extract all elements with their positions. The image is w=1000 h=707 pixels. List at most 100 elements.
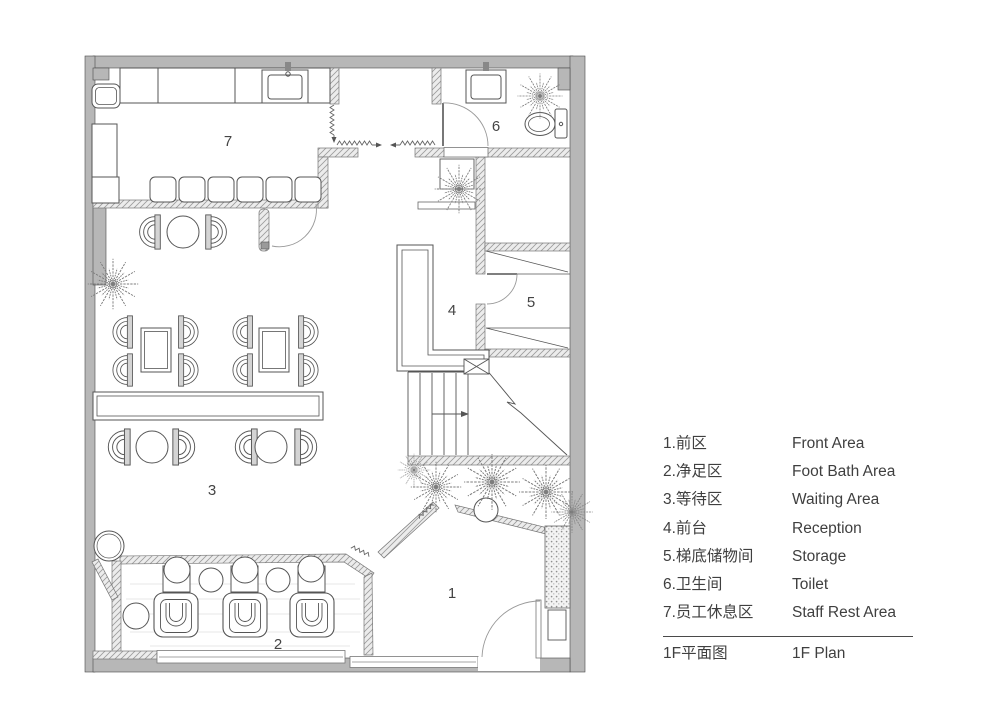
arrowhead-icon [376, 142, 382, 148]
plant-icon [410, 461, 462, 513]
arrowhead-icon [331, 137, 337, 143]
legend-zh-label: 3.等待区 [663, 491, 723, 509]
curtain-zigzag [418, 503, 435, 519]
faucet-icon [285, 62, 291, 71]
plan-title-zh: 1F平面图 [663, 645, 728, 663]
entry-door-arc [481, 600, 541, 658]
toilet-tank [554, 108, 568, 139]
table-group [112, 315, 199, 387]
round-table [254, 430, 288, 464]
foot-bath-sofa [153, 592, 199, 638]
corner-table [93, 530, 125, 562]
side-counter [91, 123, 118, 178]
toilet-door-threshold [443, 147, 489, 158]
wall-corner-step [92, 67, 110, 81]
reception-desk-inner [401, 249, 485, 367]
legend-en-label: Waiting Area [792, 491, 880, 509]
legend-item: 6.卫生间 Toilet [663, 571, 919, 599]
round-table-group [107, 428, 318, 466]
legend-title: 1F平面图 1F Plan [663, 640, 919, 668]
wall-entry-west [377, 501, 440, 559]
room-label-reception: 4 [448, 302, 456, 319]
legend-zh-label: 4.前台 [663, 519, 707, 537]
wall-footbath-right [363, 572, 374, 656]
legend-item: 3.等待区 Waiting Area [663, 486, 919, 514]
storage-door-arc [486, 273, 518, 305]
table-group [232, 315, 319, 387]
wall-footbath-diag [91, 558, 119, 601]
wall-back-lower [475, 303, 486, 358]
waiting-chair [232, 353, 253, 387]
drain-icon [285, 71, 291, 77]
room-labels: 1 2 3 4 5 6 7 [208, 118, 535, 653]
legend-item: 4.前台 Reception [663, 515, 919, 543]
cabinet [547, 609, 567, 641]
waiting-chair [298, 315, 319, 349]
table-inner [144, 331, 168, 369]
wall-door-post [258, 208, 270, 252]
arrowhead-icon [461, 411, 469, 417]
room-label-storage: 5 [527, 294, 535, 311]
shelf [417, 201, 476, 210]
chair [207, 176, 235, 203]
chair [265, 176, 293, 203]
room-staff-rest-area [91, 62, 331, 204]
lounge-chair [139, 214, 161, 250]
waiting-chair [178, 353, 199, 387]
legend: 1.前区 Front Area 2.净足区 Foot Bath Area 3.等… [663, 430, 919, 669]
legend-item: 7.员工休息区 Staff Rest Area [663, 599, 919, 627]
chair [178, 176, 206, 203]
wall-post-east [431, 67, 442, 105]
table-inner [262, 331, 286, 369]
curtain-zigzag [350, 545, 370, 557]
waiting-chair [112, 353, 133, 387]
legend-item: 2.净足区 Foot Bath Area [663, 458, 919, 486]
legend-item: 1.前区 Front Area [663, 430, 919, 458]
stool [122, 602, 150, 630]
legend-item: 5.梯底储物间 Storage [663, 543, 919, 571]
corner-table-inner [96, 533, 122, 559]
legend-zh-label: 1.前区 [663, 435, 707, 452]
sink-basin [470, 74, 502, 100]
stepping-stone [473, 497, 499, 523]
room-label-staff-rest: 7 [224, 133, 232, 150]
wall-left [84, 55, 96, 673]
wall-right [569, 55, 586, 673]
console-table [92, 391, 324, 421]
room-reception [396, 244, 490, 372]
legend-zh-label: 2.净足区 [663, 463, 723, 481]
wall-post-west [329, 67, 340, 105]
chair-row [149, 176, 322, 203]
lounge-chair [205, 214, 227, 250]
staff-door-arc [271, 203, 317, 248]
basin [163, 556, 191, 584]
waiting-chair [172, 428, 196, 466]
round-table [135, 430, 169, 464]
wall-top [92, 55, 574, 69]
room-foot-bath [93, 530, 362, 647]
foot-bath-sofa [289, 592, 335, 638]
foot-bath-sofa [222, 592, 268, 638]
stool [265, 567, 291, 593]
appliance-inner [95, 87, 117, 105]
wall-entry-east [454, 504, 547, 535]
round-table [166, 215, 200, 249]
room-storage [485, 250, 570, 349]
stool [198, 567, 224, 593]
side-counter-low [91, 176, 120, 204]
legend-zh-label: 5.梯底储物间 [663, 547, 754, 565]
waiting-chair [234, 428, 258, 466]
stair-post-x-icon [463, 358, 490, 375]
room-toilet [465, 62, 568, 139]
room-label-waiting-area: 3 [208, 482, 216, 499]
reception-desk [396, 244, 490, 372]
plan-title-en: 1F Plan [792, 645, 846, 663]
legend-en-label: Reception [792, 519, 862, 537]
table [258, 327, 290, 373]
wall-storage-top [484, 242, 571, 252]
table [140, 327, 172, 373]
legend-zh-label: 7.员工休息区 [663, 604, 754, 622]
waiting-chair [112, 315, 133, 349]
curtain-symbols [329, 104, 436, 557]
